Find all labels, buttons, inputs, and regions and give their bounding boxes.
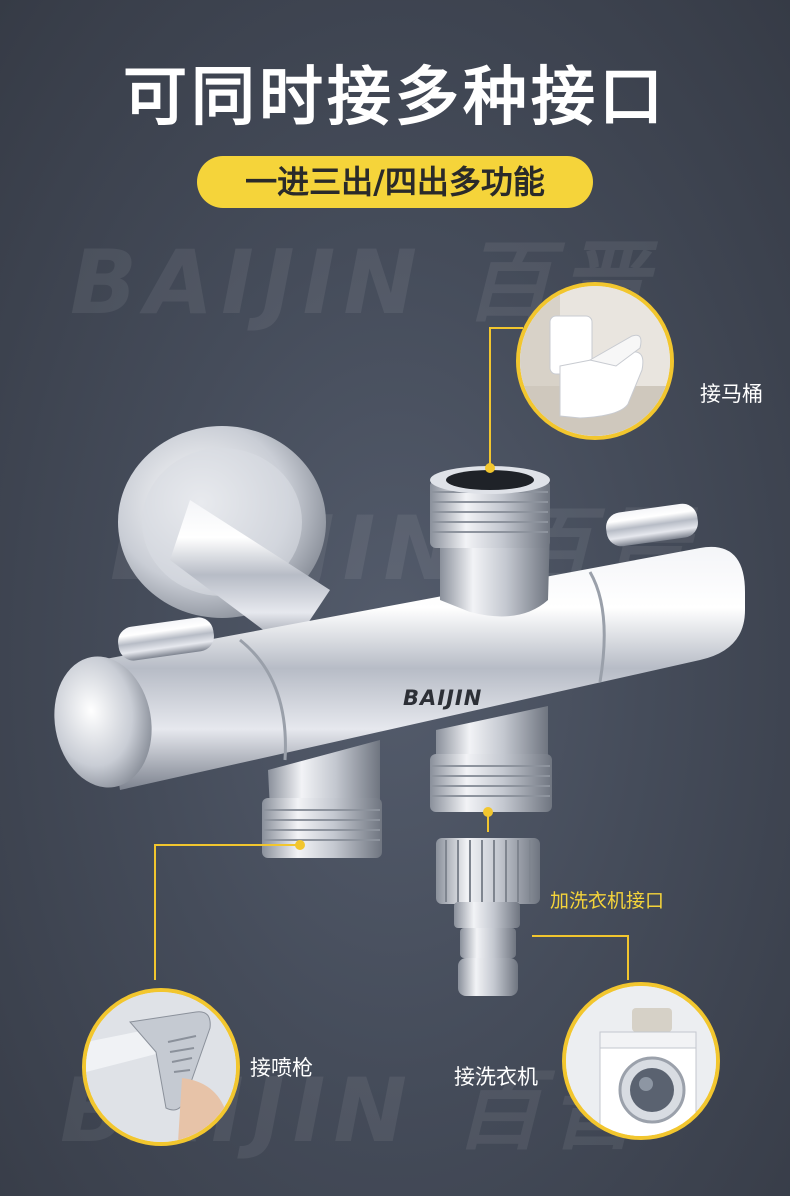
spray-gun-icon (86, 992, 236, 1142)
page-title: 可同时接多种接口 (123, 61, 667, 135)
washing-machine-image (562, 982, 720, 1140)
product-brand: BAIJIN (403, 686, 483, 710)
subtitle-badge: 一进三出/四出多功能 (197, 156, 593, 208)
valve-body (54, 546, 745, 790)
inlet-pipe (170, 500, 330, 650)
washing-machine-icon (566, 986, 716, 1136)
right-handle (606, 503, 698, 547)
top-outlet (430, 466, 550, 617)
toilet-image (516, 282, 674, 440)
spray-gun-image (82, 988, 240, 1146)
callout-spray-gun: 接喷枪 (250, 1056, 313, 1080)
callout-washer-adapter: 加洗衣机接口 (550, 890, 665, 912)
toilet-icon (520, 286, 670, 436)
bottom-left-outlet (262, 740, 382, 858)
callout-lines (154, 327, 629, 980)
left-handle (118, 617, 214, 661)
callout-toilet: 接马桶 (700, 382, 763, 406)
bottom-right-outlet (430, 706, 552, 812)
subtitle-text: 一进三出/四出多功能 (245, 163, 545, 201)
callout-washing-machine: 接洗衣机 (454, 1065, 538, 1089)
washer-adapter (436, 838, 540, 996)
